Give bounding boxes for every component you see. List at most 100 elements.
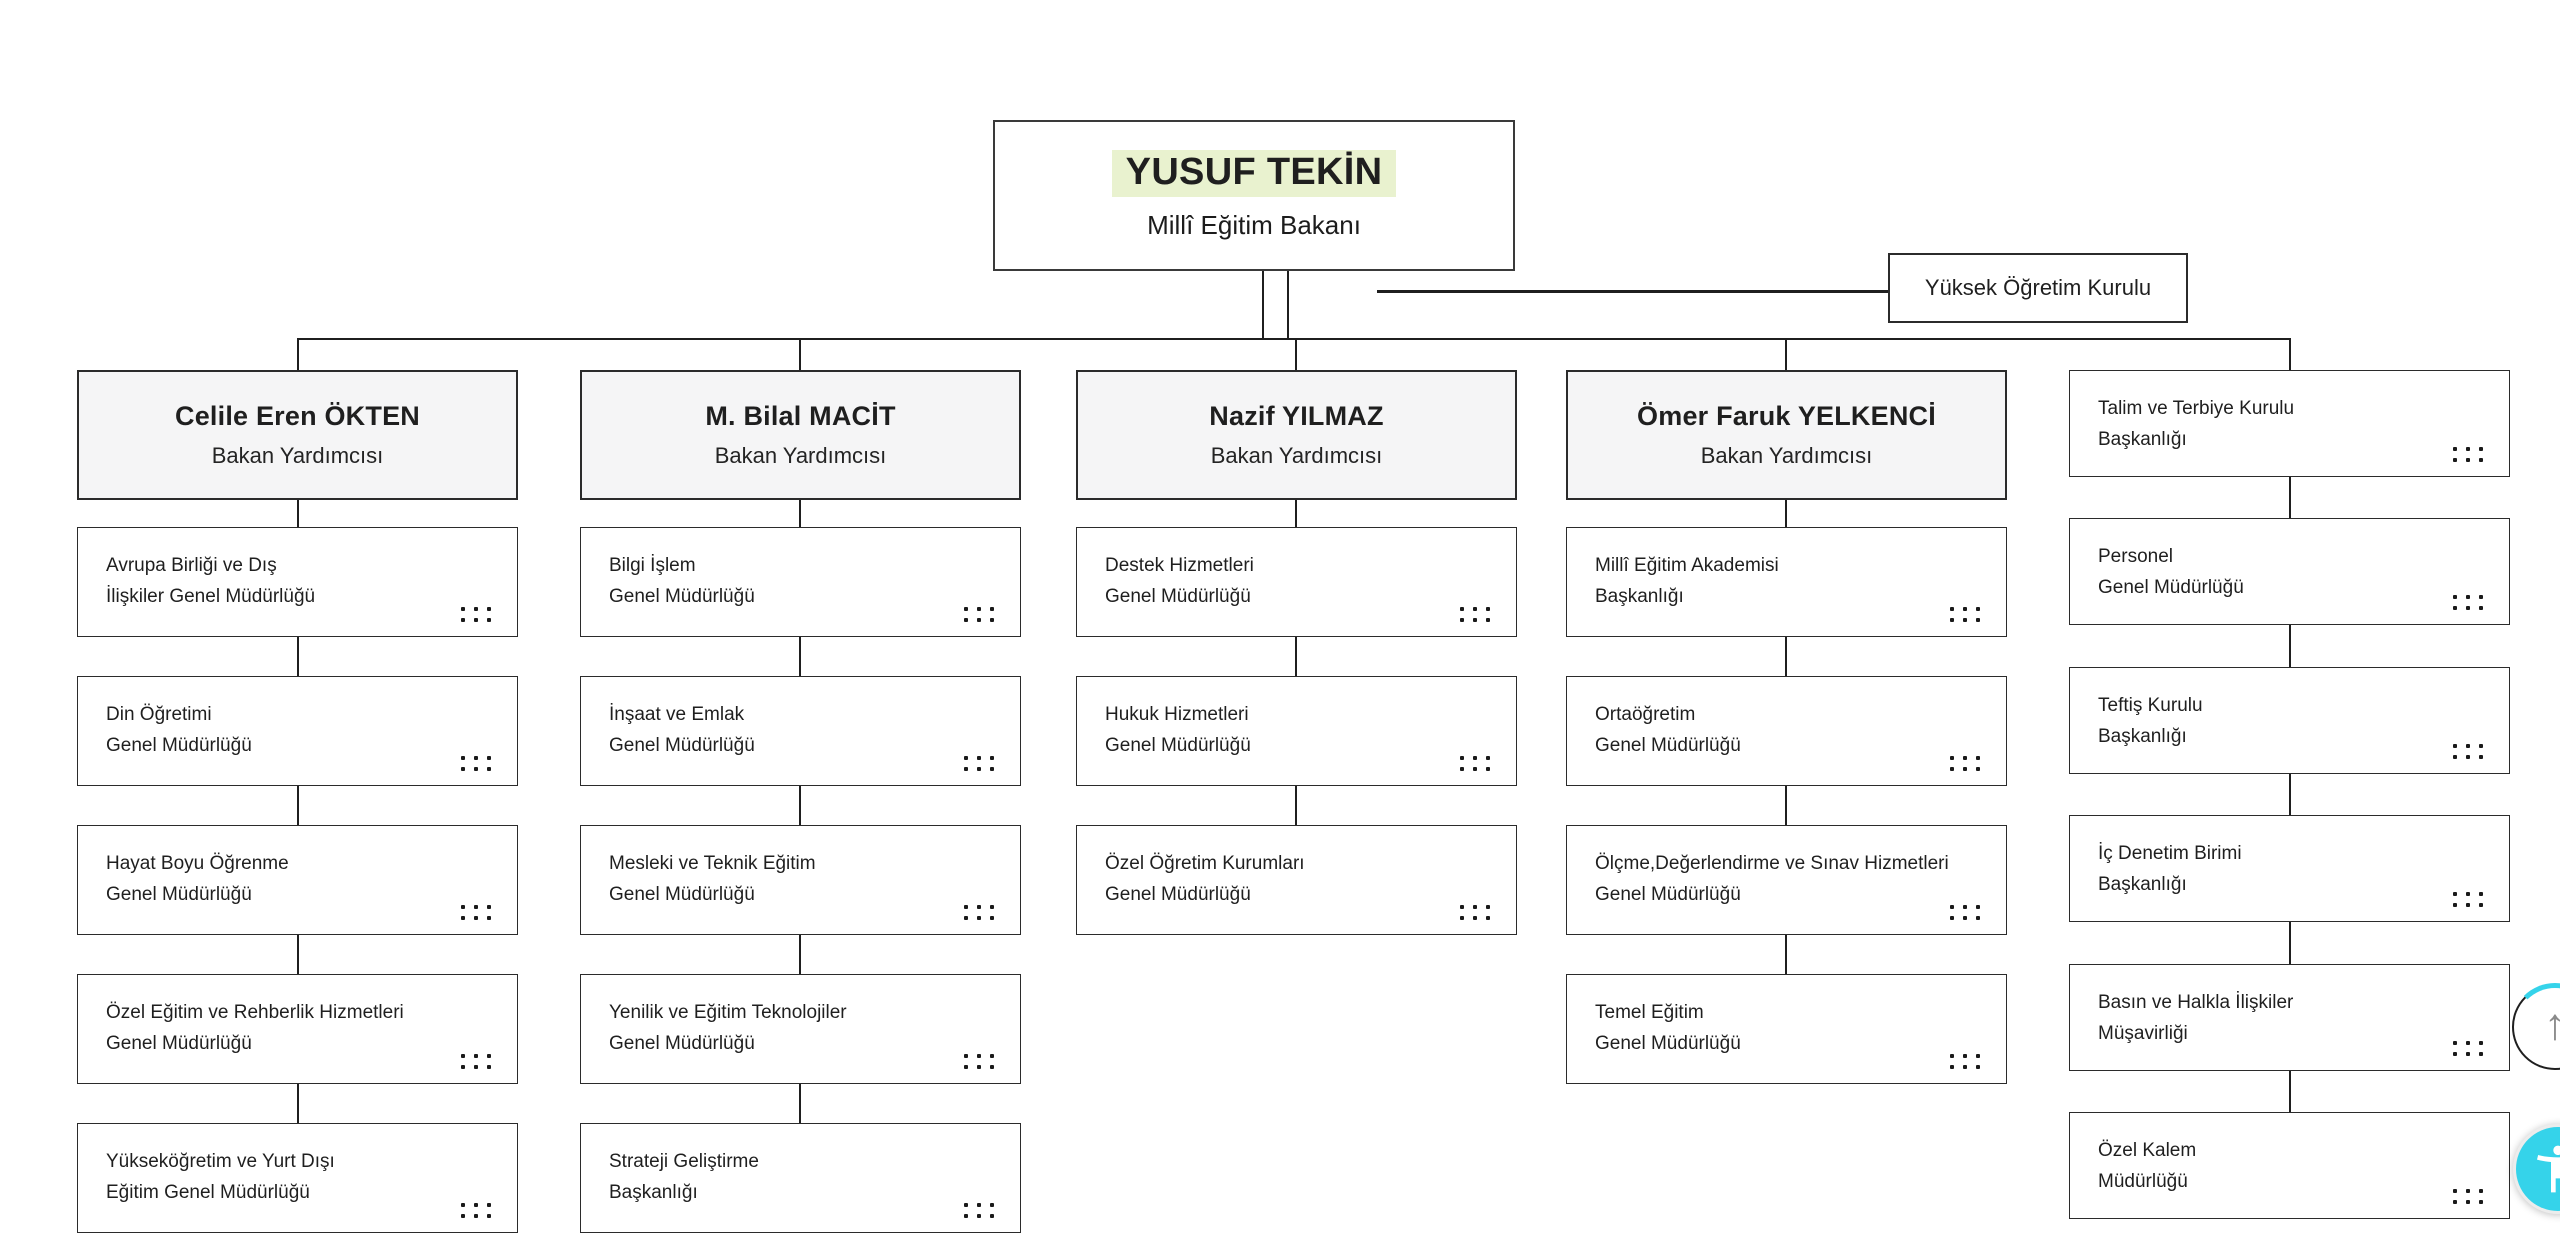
more-dots-icon[interactable] bbox=[2453, 595, 2483, 610]
node-label-line1: Talim ve Terbiye Kurulu bbox=[2098, 398, 2295, 419]
more-dots-icon[interactable] bbox=[964, 607, 994, 622]
more-dots-icon[interactable] bbox=[2453, 447, 2483, 462]
node-minister[interactable]: YUSUF TEKİN Millî Eğitim Bakanı bbox=[993, 120, 1515, 271]
more-dots-icon[interactable] bbox=[964, 905, 994, 920]
minister-name: YUSUF TEKİN bbox=[1111, 150, 1397, 197]
connector-yok-horizontal bbox=[1377, 290, 1888, 293]
node-label-line2: Genel Müdürlüğü bbox=[1105, 884, 1251, 905]
deputy-name: M. Bilal MACİT bbox=[705, 401, 896, 431]
node-label-line2: Başkanlığı bbox=[2098, 429, 2187, 450]
connector-distribution bbox=[297, 338, 2291, 340]
node-label-line1: Özel Eğitim ve Rehberlik Hizmetleri bbox=[106, 1002, 404, 1023]
more-dots-icon[interactable] bbox=[1950, 607, 1980, 622]
more-dots-icon[interactable] bbox=[2453, 892, 2483, 907]
node-label-line1: Teftiş Kurulu bbox=[2098, 695, 2203, 716]
arrow-up-icon: ↑ bbox=[2544, 1000, 2560, 1049]
more-dots-icon[interactable] bbox=[461, 1054, 491, 1069]
more-dots-icon[interactable] bbox=[1460, 607, 1490, 622]
deputy-name: Ömer Faruk YELKENCİ bbox=[1637, 401, 1936, 431]
more-dots-icon[interactable] bbox=[2453, 1189, 2483, 1204]
node-label-line2: Genel Müdürlüğü bbox=[609, 586, 755, 607]
node-label-line1: Personel bbox=[2098, 546, 2173, 567]
yok-label: Yüksek Öğretim Kurulu bbox=[1924, 275, 2152, 300]
node-label-line2: Genel Müdürlüğü bbox=[106, 884, 252, 905]
deputy-role: Bakan Yardımcısı bbox=[211, 443, 384, 468]
node-label-line1: Hukuk Hizmetleri bbox=[1105, 704, 1249, 725]
scroll-to-top-button[interactable]: ↑ bbox=[2511, 983, 2560, 1070]
node-nazif-yilmaz[interactable]: Nazif YILMAZ Bakan Yardımcısı bbox=[1076, 370, 1517, 500]
node-label-line2: Müdürlüğü bbox=[2098, 1171, 2188, 1192]
node-label-line1: Temel Eğitim bbox=[1595, 1002, 1704, 1023]
node-yuksek-ogretim-kurulu[interactable]: Yüksek Öğretim Kurulu bbox=[1888, 253, 2188, 323]
connector-minister-left bbox=[1262, 271, 1264, 339]
more-dots-icon[interactable] bbox=[1950, 905, 1980, 920]
node-label-line1: Din Öğretimi bbox=[106, 704, 212, 725]
more-dots-icon[interactable] bbox=[461, 607, 491, 622]
node-omer-faruk-yelkenci[interactable]: Ömer Faruk YELKENCİ Bakan Yardımcısı bbox=[1566, 370, 2007, 500]
node-label-line2: Genel Müdürlüğü bbox=[609, 1033, 755, 1054]
more-dots-icon[interactable] bbox=[1460, 905, 1490, 920]
node-label-line2: Genel Müdürlüğü bbox=[106, 1033, 252, 1054]
minister-role: Millî Eğitim Bakanı bbox=[1147, 210, 1361, 240]
node-label-line2: Genel Müdürlüğü bbox=[1105, 735, 1251, 756]
node-label-line2: Başkanlığı bbox=[2098, 726, 2187, 747]
node-celile-eren-okten[interactable]: Celile Eren ÖKTEN Bakan Yardımcısı bbox=[77, 370, 518, 500]
node-label-line2: Genel Müdürlüğü bbox=[106, 735, 252, 756]
node-label-line1: Mesleki ve Teknik Eğitim bbox=[609, 853, 816, 874]
node-label-line2: Genel Müdürlüğü bbox=[1595, 884, 1741, 905]
deputy-name: Nazif YILMAZ bbox=[1209, 401, 1384, 431]
node-label-line2: Genel Müdürlüğü bbox=[1105, 586, 1251, 607]
node-label-line2: Başkanlığı bbox=[1595, 586, 1684, 607]
connector-column-4 bbox=[1785, 338, 1787, 974]
accessibility-button[interactable] bbox=[2513, 1124, 2560, 1214]
more-dots-icon[interactable] bbox=[964, 1203, 994, 1218]
node-label-line2: Genel Müdürlüğü bbox=[609, 884, 755, 905]
deputy-role: Bakan Yardımcısı bbox=[1700, 443, 1873, 468]
deputy-name: Celile Eren ÖKTEN bbox=[175, 401, 420, 431]
node-m-bilal-macit[interactable]: M. Bilal MACİT Bakan Yardımcısı bbox=[580, 370, 1021, 500]
node-label-line2: Müşavirliği bbox=[2098, 1023, 2188, 1044]
more-dots-icon[interactable] bbox=[2453, 744, 2483, 759]
node-label-line1: Yükseköğretim ve Yurt Dışı bbox=[106, 1151, 335, 1172]
more-dots-icon[interactable] bbox=[461, 1203, 491, 1218]
more-dots-icon[interactable] bbox=[964, 1054, 994, 1069]
node-label-line1: İnşaat ve Emlak bbox=[609, 704, 745, 725]
more-dots-icon[interactable] bbox=[964, 756, 994, 771]
more-dots-icon[interactable] bbox=[461, 905, 491, 920]
more-dots-icon[interactable] bbox=[1950, 756, 1980, 771]
more-dots-icon[interactable] bbox=[461, 756, 491, 771]
more-dots-icon[interactable] bbox=[1460, 756, 1490, 771]
node-label-line1: Destek Hizmetleri bbox=[1105, 555, 1254, 576]
more-dots-icon[interactable] bbox=[2453, 1041, 2483, 1056]
node-label-line2: Genel Müdürlüğü bbox=[2098, 577, 2244, 598]
node-label-line2: Genel Müdürlüğü bbox=[1595, 1033, 1741, 1054]
node-label-line1: Basın ve Halkla İlişkiler bbox=[2098, 992, 2294, 1013]
more-dots-icon[interactable] bbox=[1950, 1054, 1980, 1069]
connector-minister-right bbox=[1287, 271, 1289, 339]
node-label-line1: Özel Öğretim Kurumları bbox=[1105, 853, 1305, 874]
accessibility-person-icon bbox=[2530, 1141, 2560, 1197]
